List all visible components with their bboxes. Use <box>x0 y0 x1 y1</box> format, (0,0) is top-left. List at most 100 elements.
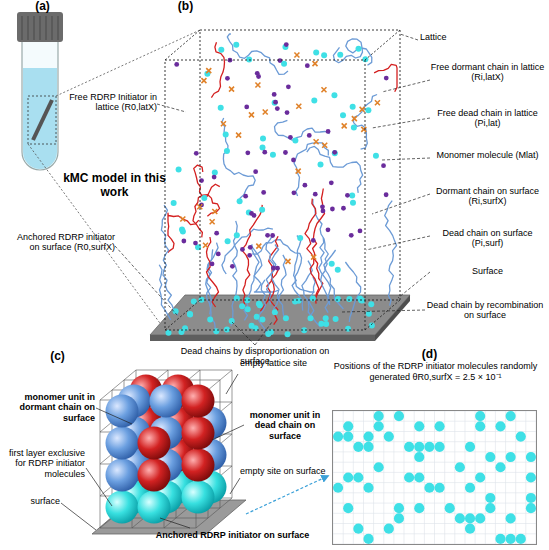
initiator-dot <box>526 452 536 462</box>
monomer <box>210 261 215 266</box>
initiator-dot <box>475 513 485 523</box>
initiator-dot <box>343 421 353 431</box>
anchored-initiator <box>345 326 351 332</box>
free-initiator <box>180 228 186 234</box>
monomer <box>384 192 389 197</box>
monomer <box>320 204 325 209</box>
marker <box>212 209 217 214</box>
label: surface <box>0 496 60 506</box>
monomer <box>247 253 252 258</box>
monomer <box>253 169 258 174</box>
anchored-initiator <box>310 295 316 301</box>
marker <box>206 68 211 73</box>
monomer <box>194 151 199 156</box>
free-initiator <box>329 261 335 267</box>
free-initiator <box>260 145 266 151</box>
monomer <box>291 158 296 163</box>
monomer <box>216 252 221 257</box>
surface-chain <box>321 250 336 305</box>
initiator-dot <box>404 472 414 482</box>
marker <box>221 121 226 126</box>
initiator-dot <box>353 442 363 452</box>
substrate-slide <box>33 100 52 140</box>
surface-chain <box>302 261 314 321</box>
anchored-initiator <box>249 323 255 329</box>
marker <box>263 109 268 114</box>
initiator-dot <box>333 432 343 442</box>
surface-slab-side <box>375 295 410 341</box>
monomer <box>311 238 316 243</box>
free-chain <box>227 34 288 74</box>
marker <box>180 217 185 222</box>
initiator-dot <box>343 432 353 442</box>
free-initiator <box>237 198 243 204</box>
zoom-arrow <box>246 476 328 514</box>
marker <box>322 143 327 148</box>
monomer <box>307 133 312 138</box>
marker <box>313 61 318 66</box>
free-initiator <box>351 124 357 130</box>
initiator-dot <box>506 452 516 462</box>
free-chain <box>193 195 220 238</box>
monomer <box>284 42 289 47</box>
initiator-dot <box>475 421 485 431</box>
initiator-dot <box>475 472 485 482</box>
initiator-dot <box>526 493 536 503</box>
initiator-dot <box>394 503 404 513</box>
initiator-dot <box>404 442 414 452</box>
free-initiator <box>350 200 356 206</box>
free-chain <box>294 143 328 196</box>
panel-letter: (d) <box>412 348 447 361</box>
free-initiator <box>373 153 379 159</box>
monomer <box>330 207 335 212</box>
monomer <box>270 233 275 238</box>
monomer <box>245 150 250 155</box>
marker <box>201 78 206 83</box>
anchored-initiator <box>318 321 324 327</box>
monomer <box>326 129 331 134</box>
lattice-back <box>200 30 400 300</box>
anchored-initiator <box>213 328 219 334</box>
label: Lattice <box>420 32 480 42</box>
label: empty lattice site <box>240 358 330 368</box>
initiator-dot <box>506 534 516 544</box>
dormant-unit-sphere <box>106 459 139 492</box>
monomer <box>292 190 297 195</box>
monomer <box>332 150 337 155</box>
free-initiator <box>297 235 303 241</box>
cap-ridges <box>22 16 58 40</box>
initiator-dot <box>485 493 495 503</box>
panel-heading: Positions of the RDRP initiator molecule… <box>323 361 548 383</box>
monomer <box>285 110 290 115</box>
free-initiator <box>260 135 266 141</box>
surface-slab-front <box>150 335 375 341</box>
initiator-dot <box>414 442 424 452</box>
label: Free RDRP Initiator in lattice (R0,latX) <box>62 92 157 113</box>
free-initiator <box>335 267 341 273</box>
panel-letter: (b) <box>168 0 203 13</box>
free-chain <box>211 42 224 97</box>
initiator-dot <box>516 534 526 544</box>
free-initiator <box>234 232 240 238</box>
marker <box>361 127 366 132</box>
label: monomer unit in dead chain on surface <box>240 410 330 441</box>
dead-unit-sphere <box>138 459 171 492</box>
monomer <box>326 227 331 232</box>
initiator-dot <box>374 462 384 472</box>
surface-chain <box>308 277 320 327</box>
lattice-cube <box>100 370 232 528</box>
anchored-initiator <box>346 296 352 302</box>
initiator-dot <box>435 442 445 452</box>
test-tube <box>17 12 63 170</box>
free-initiator <box>337 52 343 58</box>
marker <box>229 87 234 92</box>
monomer <box>272 92 277 97</box>
label: monomer unit in dormant chain on surface <box>0 392 95 423</box>
initiator-map-box: Positions of the RDRP initiator molecule… <box>332 410 537 545</box>
zoom-lines <box>28 30 200 330</box>
anchored-initiator <box>283 315 289 321</box>
free-chain <box>307 146 363 192</box>
surface-chain <box>305 199 319 304</box>
monomer <box>271 266 276 271</box>
